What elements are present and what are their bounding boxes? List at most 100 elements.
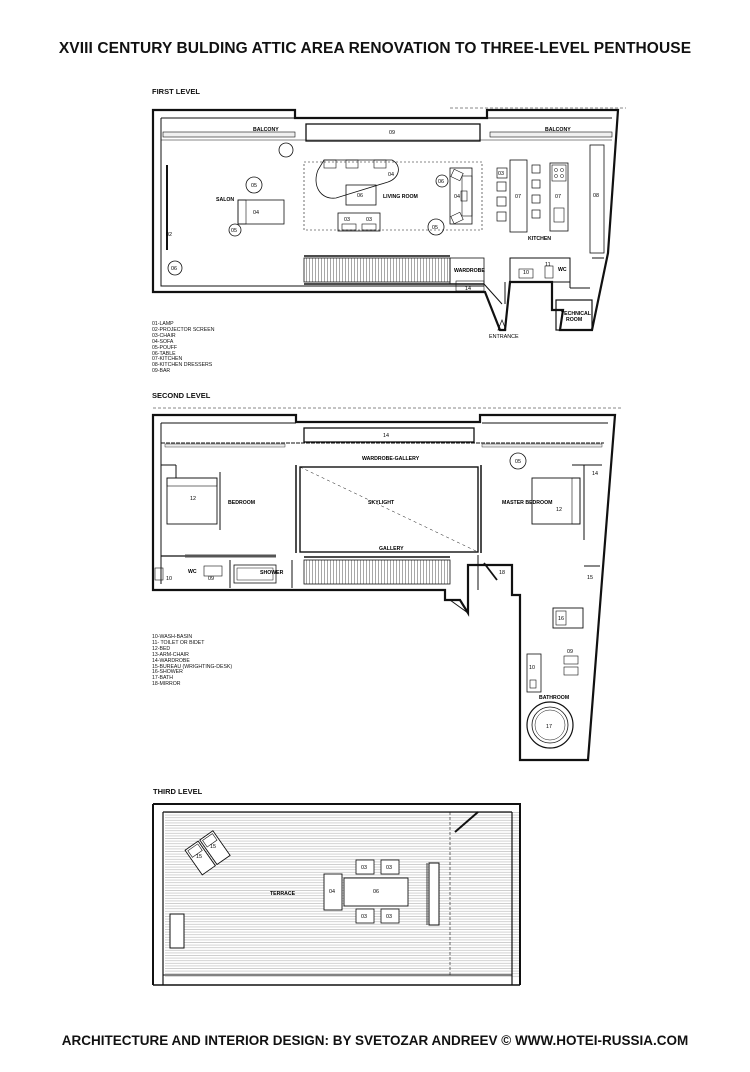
- bed-left-tag: 12: [190, 496, 196, 502]
- legend-item: 04-SOFA: [152, 338, 174, 345]
- first-level-heading: FIRST LEVEL: [152, 87, 200, 96]
- chair-a-tag: 03: [344, 217, 350, 223]
- washbasin-bath-tag: 10: [529, 665, 535, 671]
- legend-item: 10-WASH-BASIN: [152, 634, 193, 640]
- wardrobe-right-tag: 14: [592, 471, 598, 477]
- shower-tag: 16: [558, 616, 564, 622]
- wardrobe-tag: 14: [465, 286, 471, 292]
- legend-item: 18-MIRROR: [152, 681, 181, 688]
- lounger-b-tag: 15: [210, 844, 216, 850]
- first-level-plan: [151, 107, 626, 332]
- kitchen-counter-b: [549, 162, 569, 232]
- chair-b-tag: 03: [366, 217, 372, 223]
- legend-item: 06-TABLE: [152, 350, 176, 357]
- first-level-labels: BALCONY BALCONY 09 05 SALON 04 05 02 06 …: [166, 127, 599, 340]
- salon-sofa-tag: 04: [253, 210, 259, 216]
- master-bedroom-label: MASTER BEDROOM: [502, 500, 552, 506]
- chair-tr-tag: 03: [386, 865, 392, 871]
- second-level-heading: SECOND LEVEL: [152, 391, 211, 400]
- lounger-a: [184, 840, 216, 876]
- chairs-col-tag: 03: [498, 171, 504, 177]
- terrace-label: TERRACE: [270, 891, 296, 897]
- entrance-label: ENTRANCE: [489, 334, 519, 340]
- credits-footer: ARCHITECTURE AND INTERIOR DESIGN: BY SVE…: [61, 1033, 689, 1048]
- balcony-left: [162, 131, 296, 138]
- third-level-labels: 15 15 03 03 03 03 04 06 TERRACE: [196, 844, 392, 920]
- wc-second-label: WC: [188, 569, 197, 575]
- mirror-tag: 18: [499, 570, 505, 576]
- washbasin-tag: 10: [523, 270, 529, 276]
- second-level-outer-wall: [151, 413, 617, 762]
- chair-br-tag: 03: [386, 914, 392, 920]
- bath: [526, 701, 574, 749]
- salon-label: SALON: [216, 197, 234, 203]
- balcony-right-label: BALCONY: [545, 127, 571, 133]
- gallery-label: GALLERY: [379, 546, 404, 552]
- kitchen-b-tag: 07: [555, 194, 561, 200]
- toilet-bath-tag: 09: [567, 649, 573, 655]
- bathroom-label: BATHROOM: [539, 695, 569, 701]
- living-room-zone: [303, 161, 483, 231]
- corner-lamp-tag: 06: [171, 266, 177, 272]
- bar-tag: 09: [389, 130, 395, 136]
- legend-item: 08-KITCHEN DRESSERS: [152, 362, 213, 369]
- kitchen-a-tag: 07: [515, 194, 521, 200]
- terrace-sofa: [323, 873, 343, 911]
- terrace-sofa-tag: 04: [329, 889, 335, 895]
- second-level-plan: [151, 407, 622, 762]
- washbasin-wc-tag: 10: [166, 576, 172, 582]
- table-tag: 06: [357, 193, 363, 199]
- balcony-left-label: BALCONY: [253, 127, 279, 133]
- balcony-right: [489, 131, 613, 138]
- salon-sofa: [237, 199, 285, 225]
- legend-item: 05-POUFF: [152, 344, 178, 351]
- technical-room-label-1: TECHNICAL: [561, 311, 592, 317]
- pouf-living-tag: 05: [432, 225, 438, 231]
- third-level-outer-wall: [153, 803, 521, 985]
- third-level-heading: THIRD LEVEL: [153, 787, 203, 796]
- stairs-second: [303, 559, 451, 585]
- page-title: XVIII CENTURY BULDING ATTIC AREA RENOVAT…: [58, 40, 692, 57]
- wardrobe-top-tag: 14: [383, 433, 389, 439]
- wardrobe-gallery-label: WARDROBE-GALLERY: [362, 456, 420, 462]
- wc-label: WC: [558, 267, 567, 273]
- technical-room-label-2: ROOM: [566, 317, 582, 323]
- lounger-a-tag: 15: [196, 854, 202, 860]
- wardrobe-gallery-top: [303, 427, 475, 443]
- legend-item: 07-KITCHEN: [152, 356, 183, 363]
- salon-pouf-tag: 05: [231, 228, 237, 234]
- sofa-center-tag: 04: [388, 172, 394, 178]
- legend-item: 03-CHAIR: [152, 332, 176, 339]
- legend-item: 11- TOILET OR BIDET: [152, 639, 205, 646]
- lamp-top: [278, 142, 294, 158]
- skylight: [299, 466, 479, 553]
- living-room-label: LIVING ROOM: [383, 194, 418, 200]
- legend-item: 17-BATH: [152, 675, 173, 682]
- terrace-table: [343, 877, 409, 907]
- toilet-wc-tag: 09: [208, 576, 214, 582]
- toilet-tag: 11: [545, 262, 551, 268]
- kitchen-label: KITCHEN: [528, 236, 551, 242]
- legend-item: 15-BUREAU (WRIGHTING-DESK): [152, 663, 233, 670]
- legend-item: 09-BAR: [152, 368, 171, 375]
- bedroom-label: BEDROOM: [228, 500, 255, 506]
- legend-item: 14-WARDROBE: [152, 657, 190, 664]
- terrace-table-tag: 06: [373, 889, 379, 895]
- lamp-living-tag: 06: [438, 179, 444, 185]
- legend-item: 13-ARM-CHAIR: [152, 651, 189, 658]
- dressers-tag: 08: [593, 193, 599, 199]
- legend-item: 16-SHOWER: [152, 669, 183, 676]
- chair-tl-tag: 03: [361, 865, 367, 871]
- stairs-first: [303, 257, 451, 283]
- salon-lamp-tag: 05: [251, 183, 257, 189]
- wardrobe-label: WARDROBE: [454, 268, 485, 274]
- pouf-second-tag: 05: [515, 459, 521, 465]
- screen-tag: 02: [166, 232, 172, 238]
- shower-label: SHOWER: [260, 570, 284, 576]
- kitchen-counter-a: [509, 159, 528, 233]
- second-level-labels: 14 WARDROBE-GALLERY 05 14 12 BEDROOM SKY…: [166, 433, 598, 730]
- bed-right-tag: 12: [556, 507, 562, 513]
